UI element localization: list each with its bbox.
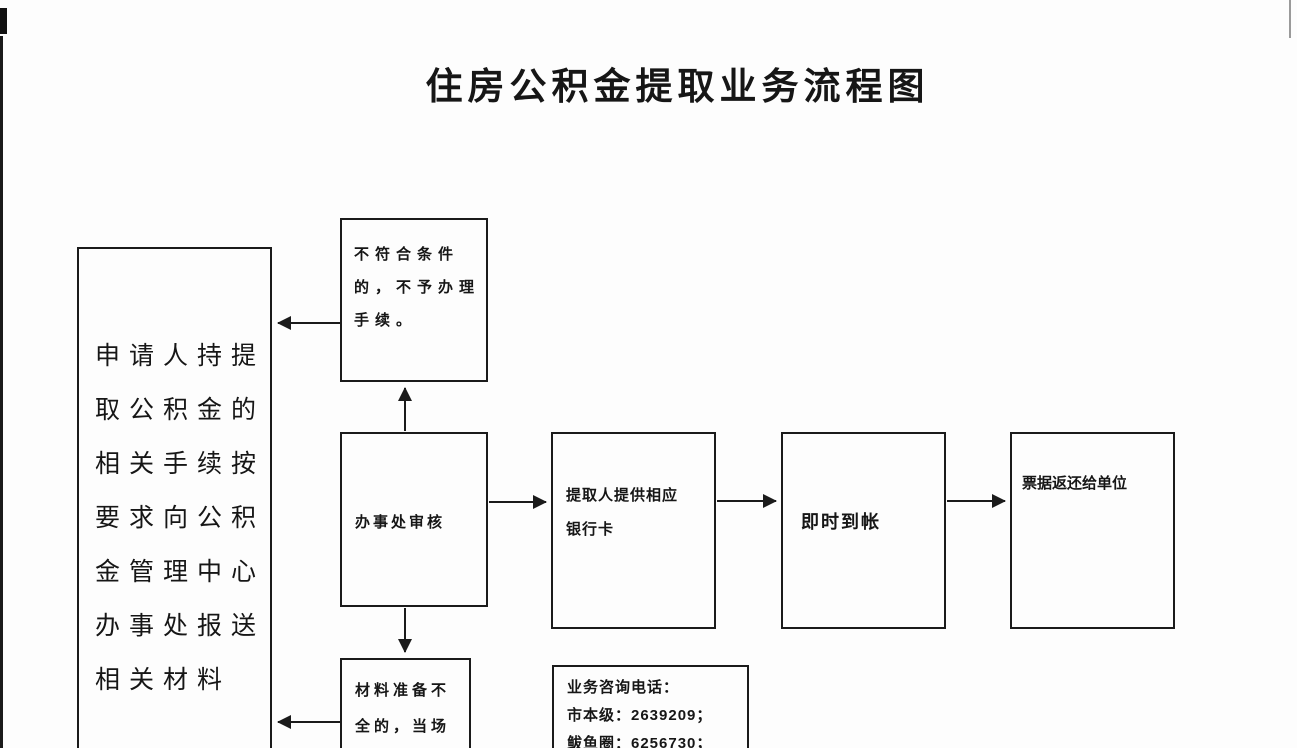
text-line: 取公积金的 (95, 396, 266, 424)
text-line: 相关手续按 (95, 450, 266, 478)
return-receipt-box: 票据返还给单位 (1010, 432, 1175, 629)
incomplete-box: 材料准备不 全的，当场 告知补充材 (340, 658, 471, 748)
text-line: 银行卡 (566, 521, 615, 538)
bank-card-box-text: 提取人提供相应 银行卡 (566, 479, 678, 547)
text-line: 市本级：2639209； (567, 707, 713, 724)
scan-edge-bar (0, 36, 3, 748)
review-box-text: 办事处审核 (355, 514, 446, 531)
instant-credit-box: 即时到帐 (781, 432, 946, 629)
review-box: 办事处审核 (340, 432, 488, 607)
text-line: 业务咨询电话： (567, 679, 680, 696)
text-line: 材料准备不 (355, 682, 451, 699)
applicant-box: 申请人持提 取公积金的 相关手续按 要求向公积 金管理中心 办事处报送 相关材料 (77, 247, 272, 748)
return-receipt-box-text: 票据返还给单位 (1022, 475, 1128, 492)
applicant-box-text: 申请人持提 取公积金的 相关手续按 要求向公积 金管理中心 办事处报送 相关材料 (95, 329, 265, 707)
text-line: 全的，当场 (355, 718, 451, 735)
hotline-box: 业务咨询电话： 市本级：2639209； 鲅鱼圈：6256730； (552, 665, 749, 748)
text-line: 的，不予办理 (354, 279, 481, 296)
instant-credit-box-text: 即时到帐 (801, 512, 881, 532)
incomplete-box-text: 材料准备不 全的，当场 告知补充材 (355, 673, 450, 748)
text-line: 办事处报送 (95, 612, 266, 640)
scan-edge-line (1289, 0, 1291, 38)
text-line: 手续。 (354, 312, 418, 329)
text-line: 金管理中心 (95, 558, 266, 586)
page-title: 住房公积金提取业务流程图 (425, 65, 930, 108)
scan-corner-mark (0, 8, 7, 34)
text-line: 提取人提供相应 (566, 487, 679, 504)
text-line: 要求向公积 (95, 504, 266, 532)
text-line: 鲅鱼圈：6256730； (567, 735, 713, 748)
hotline-box-text: 业务咨询电话： 市本级：2639209； 鲅鱼圈：6256730； (567, 674, 712, 748)
bank-card-box: 提取人提供相应 银行卡 (551, 432, 716, 629)
reject-box-text: 不符合条件 的，不予办理 手续。 (354, 238, 480, 337)
reject-box: 不符合条件 的，不予办理 手续。 (340, 218, 488, 382)
text-line: 相关材料 (95, 666, 232, 694)
text-line: 申请人持提 (95, 342, 266, 370)
text-line: 不符合条件 (354, 246, 460, 263)
